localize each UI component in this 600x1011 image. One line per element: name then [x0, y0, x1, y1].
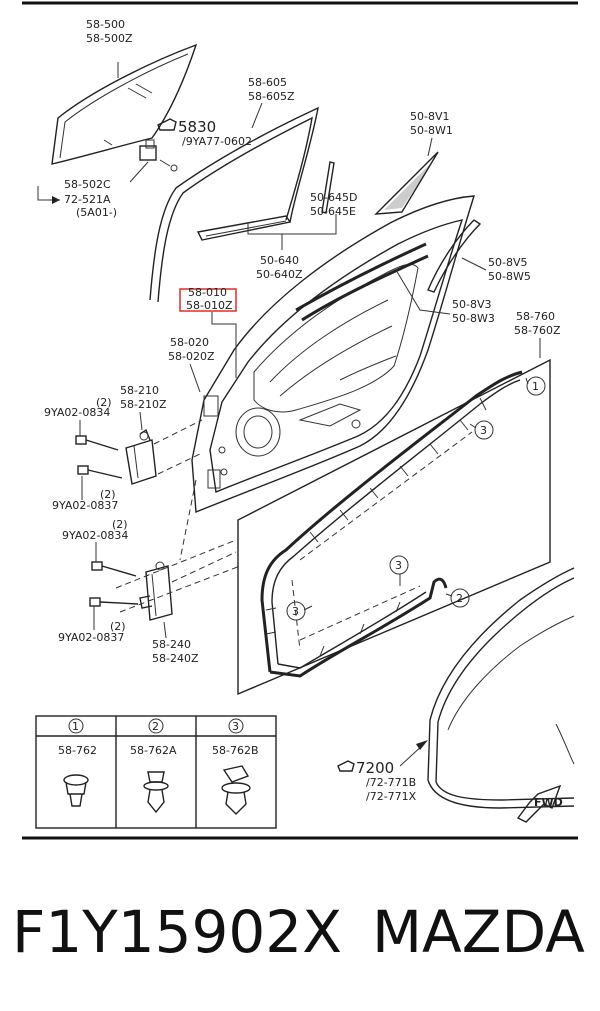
svg-text:1: 1 [532, 380, 539, 393]
caption-part-number: F1Y15902X [12, 898, 342, 966]
callout-3c: 3 [286, 601, 313, 621]
upper-hinge [125, 428, 157, 485]
label-clip-b: 72-521A [64, 193, 111, 206]
triangle-molding [374, 151, 439, 215]
label-wstrip-a: 58-760 [516, 310, 555, 323]
label-mold8v1-a: 50-8V1 [410, 110, 450, 123]
label-glass-a: 58-500 [86, 18, 125, 31]
door-parts-diagram: 58-500 58-500Z 58-502C 72-521A (5A01-) 5… [22, 1, 578, 840]
door-label-highlight [179, 288, 237, 312]
label-bolt-qty-1: (2) [96, 396, 112, 409]
label-ref-7200: 7200 [356, 759, 394, 777]
label-seal645-b: 50-645E [310, 205, 356, 218]
bolt-icon-lower [89, 561, 139, 607]
label-bolt-qty-2: (2) [100, 488, 116, 501]
label-bolt-0834-1: 9YA02-0834 [44, 406, 110, 419]
callout-1: 1 [525, 376, 546, 396]
label-wstrip-b: 58-760Z [514, 324, 561, 337]
legend-part-1: 58-762 [58, 744, 97, 757]
label-panel-b: 58-020Z [168, 350, 215, 363]
bolt-icon-upper [75, 435, 123, 479]
lower-hinge [139, 561, 173, 621]
label-ref-9ya77: /9YA77-0602 [182, 135, 252, 148]
callout-2: 2 [445, 588, 470, 608]
svg-text:3: 3 [292, 605, 299, 618]
legend-part-3: 58-762B [212, 744, 259, 757]
door-glass [51, 43, 198, 165]
frame-molding [427, 219, 482, 293]
label-belt640-a: 50-640 [260, 254, 299, 267]
clip-legend-table: 1 2 3 58-762 58-762A 58-762B [35, 715, 277, 829]
label-run-b: 58-605Z [248, 90, 295, 103]
legend-num-3: 3 [232, 720, 239, 733]
label-hinge-lo-b: 58-240Z [152, 652, 199, 665]
label-bolt-0837-2: 9YA02-0837 [58, 631, 124, 644]
label-mold8v3-b: 50-8W3 [452, 312, 495, 325]
label-mold8v5-a: 50-8V5 [488, 256, 528, 269]
fwd-arrow-icon: FWD [516, 784, 563, 823]
glass-run-channel [149, 106, 319, 303]
glass-clip [139, 139, 178, 172]
label-hinge-lo-a: 58-240 [152, 638, 191, 651]
legend-num-1: 1 [72, 720, 79, 733]
svg-text:FWD: FWD [534, 796, 563, 809]
callout-3b: 3 [389, 555, 409, 586]
label-run-a: 58-605 [248, 76, 287, 89]
label-mold8v3-a: 50-8V3 [452, 298, 492, 311]
label-clip-a: 58-502C [64, 178, 111, 191]
legend-part-2: 58-762A [130, 744, 177, 757]
clip-3-icon [221, 765, 251, 815]
label-bolt-qty-4: (2) [110, 620, 126, 633]
label-belt640-b: 50-640Z [256, 268, 303, 281]
svg-text:3: 3 [480, 424, 487, 437]
weatherstrip-inset [237, 358, 551, 696]
label-clip-note: (5A01-) [76, 206, 117, 219]
label-mold8v1-b: 50-8W1 [410, 124, 453, 137]
label-ref-5830: 5830 [178, 118, 216, 136]
callout-3a: 3 [469, 420, 494, 440]
label-bolt-0837-1: 9YA02-0837 [52, 499, 118, 512]
label-bolt-qty-3: (2) [112, 518, 128, 531]
label-ref-771x: /72-771X [366, 790, 417, 803]
label-panel-a: 58-020 [170, 336, 209, 349]
hand-pointer-icon-2 [337, 760, 355, 772]
caption-bar: F1Y15902X MAZDA [12, 898, 585, 966]
label-mold8v5-b: 50-8W5 [488, 270, 531, 283]
label-glass-b: 58-500Z [86, 32, 133, 45]
caption-brand: MAZDA [372, 898, 585, 966]
body-opening-seal [427, 567, 575, 809]
label-door-a: 58-010 [188, 286, 227, 299]
legend-num-2: 2 [152, 720, 159, 733]
label-bolt-0834-2: 9YA02-0834 [62, 529, 128, 542]
label-ref-771b: /72-771B [366, 776, 416, 789]
label-hinge-up-a: 58-210 [120, 384, 159, 397]
svg-text:2: 2 [456, 592, 463, 605]
hand-pointer-icon [157, 118, 177, 131]
label-hinge-up-b: 58-210Z [120, 398, 167, 411]
channel-seal [196, 161, 335, 241]
label-seal645-a: 50-645D [310, 191, 357, 204]
label-door-b: 58-010Z [186, 299, 233, 312]
svg-text:3: 3 [395, 559, 402, 572]
clip-2-icon [143, 771, 169, 814]
door-shell [191, 195, 475, 514]
clip-1-icon [63, 774, 89, 807]
